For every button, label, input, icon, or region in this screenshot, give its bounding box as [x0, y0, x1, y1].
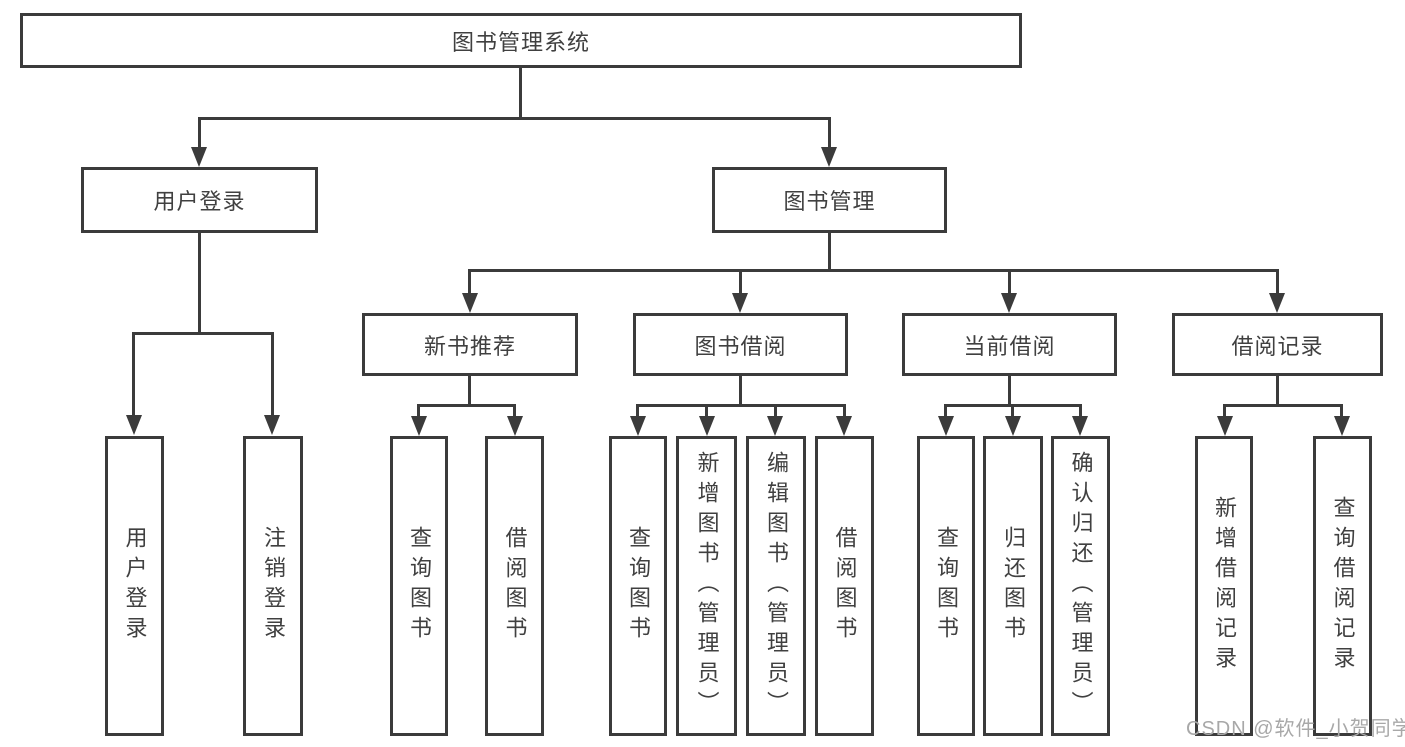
leaf-box-return-books: 归还图书: [983, 436, 1043, 736]
leaf-box-add-books-admin: 新增图书（管理员）: [676, 436, 737, 736]
arrow-down-icon: [1217, 416, 1233, 436]
connector-line: [1223, 404, 1343, 407]
leaf-box-user-login: 用户登录: [105, 436, 164, 736]
leaf-box-add-borrow-record: 新增借阅记录: [1195, 436, 1253, 736]
arrow-down-icon: [938, 416, 954, 436]
connector-line: [417, 404, 420, 418]
arrow-down-icon: [462, 293, 478, 313]
module-box-new-book-recommend: 新书推荐: [362, 313, 578, 376]
module-label: 借阅记录: [1231, 333, 1324, 359]
connector-line: [843, 404, 846, 418]
arrow-down-icon: [507, 416, 523, 436]
module-box-borrow-record: 借阅记录: [1172, 313, 1383, 376]
arrow-down-icon: [836, 416, 852, 436]
module-box-current-borrow: 当前借阅: [902, 313, 1117, 376]
leaf-label: 新增图书（管理员）: [694, 451, 720, 721]
module-label: 新书推荐: [423, 333, 516, 359]
leaf-box-confirm-return-admin: 确认归还（管理员）: [1051, 436, 1110, 736]
arrow-down-icon: [630, 416, 646, 436]
arrow-down-icon: [1005, 416, 1021, 436]
connector-line: [519, 66, 522, 119]
module-label: 图书借阅: [694, 333, 787, 359]
leaf-label: 用户登录: [122, 526, 148, 646]
connector-line: [705, 404, 708, 418]
leaf-box-borrow-books-2: 借阅图书: [815, 436, 874, 736]
arrow-down-icon: [821, 147, 837, 167]
leaf-label: 查询借阅记录: [1330, 496, 1356, 676]
connector-line: [198, 117, 201, 149]
root-label: 图书管理系统: [451, 29, 590, 55]
connector-line: [468, 269, 471, 295]
arrow-down-icon: [732, 293, 748, 313]
connector-line: [198, 117, 831, 120]
connector-line: [1011, 404, 1014, 418]
leaf-box-edit-books-admin: 编辑图书（管理员）: [746, 436, 806, 736]
arrow-down-icon: [767, 416, 783, 436]
branch-label: 图书管理: [783, 189, 876, 214]
connector-line: [739, 269, 742, 295]
csdn-watermark: CSDN @软件_小贺同学: [1186, 718, 1405, 740]
leaf-label: 新增借阅记录: [1212, 496, 1237, 676]
arrow-down-icon: [264, 415, 280, 435]
leaf-label: 查询图书: [626, 526, 651, 646]
branch-box-book-management: 图书管理: [712, 167, 947, 233]
connector-line: [944, 404, 947, 418]
leaf-label: 编辑图书（管理员）: [764, 451, 789, 721]
leaf-box-logout: 注销登录: [243, 436, 303, 736]
connector-line: [774, 404, 777, 418]
arrow-down-icon: [126, 415, 142, 435]
connector-line: [271, 332, 274, 416]
arrow-down-icon: [1001, 293, 1017, 313]
connector-line: [513, 404, 516, 418]
connector-line: [1008, 374, 1011, 407]
connector-line: [1276, 269, 1279, 295]
connector-line: [132, 332, 274, 335]
connector-line: [828, 117, 831, 149]
leaf-box-query-books-2: 查询图书: [609, 436, 667, 736]
leaf-label: 归还图书: [1001, 526, 1026, 646]
connector-line: [132, 332, 135, 416]
connector-line: [1340, 404, 1343, 418]
branch-box-user-login: 用户登录: [81, 167, 318, 233]
connector-line: [1079, 404, 1082, 418]
arrow-down-icon: [1269, 293, 1285, 313]
connector-line: [1008, 269, 1011, 295]
connector-line: [468, 374, 471, 407]
arrow-down-icon: [1072, 416, 1088, 436]
connector-line: [636, 404, 846, 407]
leaf-label: 注销登录: [261, 526, 286, 646]
connector-line: [198, 231, 201, 335]
connector-line: [1223, 404, 1226, 418]
leaf-label: 借阅图书: [832, 526, 858, 646]
leaf-label: 确认归还（管理员）: [1068, 451, 1094, 721]
arrow-down-icon: [191, 147, 207, 167]
module-label: 当前借阅: [963, 333, 1056, 359]
connector-line: [468, 269, 1279, 272]
leaf-label: 查询图书: [407, 526, 432, 646]
leaf-label: 查询图书: [934, 526, 959, 646]
connector-line: [828, 231, 831, 272]
module-box-book-borrow: 图书借阅: [633, 313, 848, 376]
arrow-down-icon: [1334, 416, 1350, 436]
arrow-down-icon: [411, 416, 427, 436]
root-box-library-system: 图书管理系统: [20, 13, 1022, 68]
connector-line: [417, 404, 516, 407]
leaf-box-query-borrow-record: 查询借阅记录: [1313, 436, 1372, 736]
connector-line: [636, 404, 639, 418]
connector-line: [739, 374, 742, 407]
connector-line: [1276, 374, 1279, 407]
leaf-box-query-books-3: 查询图书: [917, 436, 975, 736]
branch-label: 用户登录: [153, 189, 246, 214]
leaf-box-query-books-1: 查询图书: [390, 436, 448, 736]
arrow-down-icon: [699, 416, 715, 436]
leaf-label: 借阅图书: [502, 526, 528, 646]
leaf-box-borrow-books-1: 借阅图书: [485, 436, 544, 736]
